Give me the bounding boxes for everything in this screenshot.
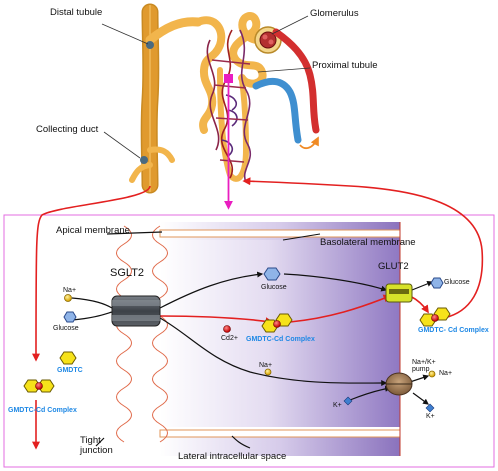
potassium-ions — [343, 396, 435, 413]
return-loop-arrow — [242, 177, 484, 319]
basolateral-membrane-pointer — [282, 233, 321, 241]
k-right-label: K+ — [426, 413, 435, 420]
na-ion-cell — [264, 368, 272, 376]
glut2-to-exit-arrow — [409, 295, 429, 314]
collecting-duct-label: Collecting duct — [36, 124, 99, 135]
k-left-label: K+ — [333, 402, 342, 409]
flow-arrows — [32, 177, 484, 450]
na-ion-out — [428, 370, 436, 378]
na-k-pump-label: Na+/K+ pump — [412, 359, 436, 374]
cd-ion-label: Cd2+ — [221, 335, 238, 342]
glucose-extracellular — [430, 277, 444, 289]
gmdtc-cd-complex-right-label: GMDTC- Cd Complex — [418, 327, 489, 334]
tight-junction-label: Tight junction — [80, 435, 113, 456]
glucose-cell — [263, 267, 281, 281]
loop-of-henle — [217, 67, 250, 182]
glucose-right-label: Glucose — [444, 279, 470, 286]
return-arrow — [299, 136, 319, 150]
duct-to-lumen-arrow — [32, 185, 151, 362]
lateral-space-label: Lateral intracellular space — [178, 451, 287, 462]
duct-node — [146, 41, 154, 49]
pump-na-out-arrow — [409, 374, 430, 383]
distal-convoluted-tubule — [194, 16, 226, 134]
glucose-lumen — [63, 311, 77, 323]
duct-node — [140, 156, 148, 164]
renal-artery — [272, 28, 320, 134]
sglt2-to-na-arrow — [159, 317, 388, 387]
nephron-illustration — [101, 3, 320, 210]
zoom-frame — [3, 214, 495, 468]
gmdtc-cd-complex-lumen — [23, 379, 55, 393]
proximal-tubule-leader — [257, 67, 311, 73]
glut2-glucose-out-arrow — [411, 280, 434, 291]
distal-tubule-leader — [101, 23, 149, 45]
glucose-lumen-label: Glucose — [53, 325, 79, 332]
sodium-ions — [64, 294, 436, 378]
renal-vein — [252, 78, 302, 144]
basolateral-membrane-label: Basolateral membrane — [320, 237, 416, 248]
cd-ion — [223, 325, 231, 333]
gmdtc-molecule — [59, 351, 77, 365]
sglt2-to-glucose-arrow — [159, 271, 264, 309]
capillary-network — [206, 29, 252, 183]
gmdtc-cd-complex-cell-label: GMDTC-Cd Complex — [246, 336, 315, 343]
gmdtc-label: GMDTC — [57, 367, 83, 374]
na-ion-lumen — [64, 294, 72, 302]
glucose-cell-label: Glucose — [261, 284, 287, 291]
lateral-space-top — [159, 229, 401, 238]
lower-adjacent-cell — [160, 434, 400, 456]
lateral-space-bottom — [159, 429, 401, 438]
na-lumen-label: Na+ — [63, 287, 77, 294]
glomerulus-leader — [271, 15, 309, 35]
complex-to-glut2-arrow — [289, 294, 392, 323]
glucose-to-glut2-arrow — [283, 273, 388, 292]
glucose-in-arrow — [71, 311, 113, 321]
proximal-convoluted-tubule — [229, 12, 267, 88]
apical-membrane-pointer — [106, 231, 163, 235]
k-ion-left — [343, 396, 353, 406]
collecting-duct-leader — [103, 131, 141, 159]
na-in-arrow — [71, 297, 113, 309]
probe-marker — [224, 74, 233, 83]
na-cell-label: Na+ — [259, 362, 273, 369]
gmdtc-cd-complex-extracellular — [419, 307, 451, 327]
glucose-molecules — [63, 267, 444, 323]
apical-membrane-label: Apical membrane — [56, 225, 130, 236]
microvilli-brush-border — [152, 225, 168, 443]
k-ion-right — [425, 403, 435, 413]
glomerulus-label: Glomerulus — [310, 8, 359, 19]
gmdtc-cd-complex-lumen-label: GMDTC-Cd Complex — [8, 407, 77, 414]
proximal-tubule-label: Proximal tubule — [312, 60, 378, 71]
sglt2-label: SGLT2 — [110, 267, 145, 279]
gmdtc-cd-complex-cell — [261, 313, 293, 333]
sglt2-to-complex-arrow — [159, 315, 274, 326]
distal-tubule-label: Distal tubule — [50, 7, 103, 18]
epithelial-cell — [160, 232, 400, 427]
na-out-label: Na+ — [439, 370, 453, 377]
glut2-label: GLUT2 — [378, 261, 409, 272]
